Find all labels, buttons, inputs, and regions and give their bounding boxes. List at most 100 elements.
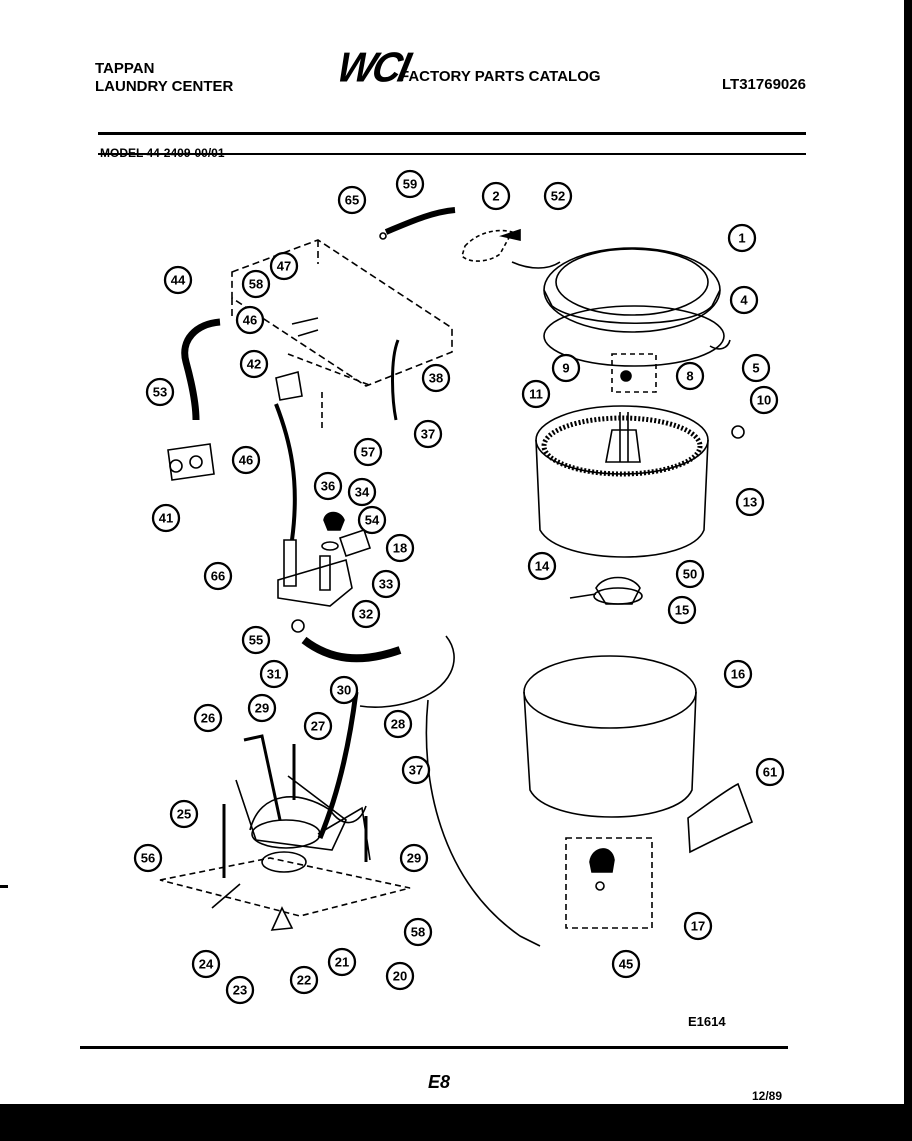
svg-text:61: 61	[763, 765, 777, 780]
callout-27: 27	[303, 711, 333, 741]
svg-text:30: 30	[337, 683, 351, 698]
svg-text:37: 37	[409, 763, 423, 778]
svg-text:23: 23	[233, 983, 247, 998]
callout-5: 5	[741, 353, 771, 383]
svg-text:32: 32	[359, 607, 373, 622]
product-line: LAUNDRY CENTER	[95, 78, 234, 95]
svg-text:37: 37	[421, 427, 435, 442]
callout-10: 10	[749, 385, 779, 415]
callout-25: 25	[169, 799, 199, 829]
callout-8: 8	[675, 361, 705, 391]
svg-text:16: 16	[731, 667, 745, 682]
callout-4: 4	[729, 285, 759, 315]
callout-38: 38	[421, 363, 451, 393]
svg-text:4: 4	[740, 293, 748, 308]
svg-text:13: 13	[743, 495, 757, 510]
svg-text:65: 65	[345, 193, 359, 208]
svg-text:59: 59	[403, 177, 417, 192]
revision-date: 12/89	[752, 1089, 783, 1103]
svg-text:36: 36	[321, 479, 335, 494]
callout-46-left: 46	[231, 445, 261, 475]
svg-text:56: 56	[141, 851, 155, 866]
callout-44: 44	[163, 265, 193, 295]
svg-text:58: 58	[411, 925, 425, 940]
callout-55: 55	[241, 625, 271, 655]
callout-29-right: 29	[399, 843, 429, 873]
svg-text:54: 54	[365, 513, 380, 528]
callout-41: 41	[151, 503, 181, 533]
svg-text:31: 31	[267, 667, 281, 682]
callout-9: 9	[551, 353, 581, 383]
part-callouts: 1 2 4 5 8 9 10 11 13 14 15 16 17 18 20 2…	[133, 169, 785, 1005]
callout-28: 28	[383, 709, 413, 739]
svg-text:29: 29	[407, 851, 421, 866]
svg-text:21: 21	[335, 955, 349, 970]
figure-code: E1614	[688, 1014, 726, 1029]
callout-22: 22	[289, 965, 319, 995]
svg-text:55: 55	[249, 633, 263, 648]
svg-text:42: 42	[247, 357, 261, 372]
svg-text:28: 28	[391, 717, 405, 732]
svg-text:53: 53	[153, 385, 167, 400]
callout-42: 42	[239, 349, 269, 379]
callout-34: 34	[347, 477, 377, 507]
header-rule-thick	[98, 132, 806, 135]
callout-26: 26	[193, 703, 223, 733]
svg-text:45: 45	[619, 957, 633, 972]
callout-32: 32	[351, 599, 381, 629]
svg-text:41: 41	[159, 511, 173, 526]
callout-33: 33	[371, 569, 401, 599]
callout-47: 47	[269, 251, 299, 281]
callout-21: 21	[327, 947, 357, 977]
header-rule-thin	[98, 153, 806, 155]
callout-30: 30	[329, 675, 359, 705]
callout-14: 14	[527, 551, 557, 581]
svg-text:10: 10	[757, 393, 771, 408]
svg-text:50: 50	[683, 567, 697, 582]
callout-37-top: 37	[413, 419, 443, 449]
svg-text:17: 17	[691, 919, 705, 934]
svg-text:29: 29	[255, 701, 269, 716]
svg-text:20: 20	[393, 969, 407, 984]
callout-46-top: 46	[235, 305, 265, 335]
svg-text:47: 47	[277, 259, 291, 274]
callout-65: 65	[337, 185, 367, 215]
callout-15: 15	[667, 595, 697, 625]
callout-59: 59	[395, 169, 425, 199]
model-number: MODEL 44-2409-00/01	[100, 146, 225, 160]
callout-56: 56	[133, 843, 163, 873]
svg-text:1: 1	[738, 231, 745, 246]
callout-37-mid: 37	[401, 755, 431, 785]
callout-50: 50	[675, 559, 705, 589]
svg-text:15: 15	[675, 603, 689, 618]
callout-16: 16	[723, 659, 753, 689]
callout-11: 11	[521, 379, 551, 409]
svg-text:2: 2	[492, 189, 499, 204]
callout-58-right: 58	[403, 917, 433, 947]
catalog-code: LT31769026	[722, 76, 806, 93]
svg-text:34: 34	[355, 485, 370, 500]
svg-text:5: 5	[752, 361, 759, 376]
page-number: E8	[428, 1072, 451, 1092]
callout-58-upper: 58	[241, 269, 271, 299]
catalog-page: TAPPAN LAUNDRY CENTER WCI FACTORY PARTS …	[0, 0, 904, 1104]
callout-1: 1	[727, 223, 757, 253]
callout-53: 53	[145, 377, 175, 407]
callout-45: 45	[611, 949, 641, 979]
svg-text:52: 52	[551, 189, 565, 204]
callout-31: 31	[259, 659, 289, 689]
callout-36: 36	[313, 471, 343, 501]
callout-20: 20	[385, 961, 415, 991]
svg-text:18: 18	[393, 541, 407, 556]
svg-text:58: 58	[249, 277, 263, 292]
svg-text:24: 24	[199, 957, 214, 972]
svg-text:14: 14	[535, 559, 550, 574]
svg-text:25: 25	[177, 807, 191, 822]
catalog-title: FACTORY PARTS CATALOG	[400, 68, 601, 85]
svg-text:44: 44	[171, 273, 186, 288]
callout-2: 2	[481, 181, 511, 211]
svg-text:26: 26	[201, 711, 215, 726]
left-edge-mark	[0, 885, 8, 888]
svg-text:9: 9	[562, 361, 569, 376]
svg-text:46: 46	[243, 313, 257, 328]
